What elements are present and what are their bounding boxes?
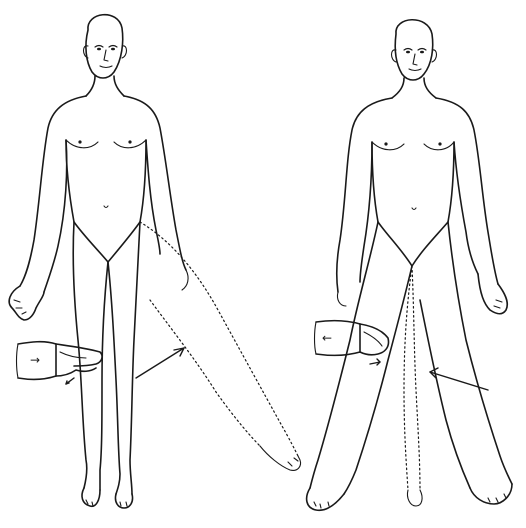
- left-figure-standing-leg: [73, 222, 108, 506]
- left-figure-body: [9, 96, 188, 320]
- left-hand-arrow-glyph: →: [30, 353, 40, 367]
- left-figure: →: [9, 15, 300, 508]
- right-figure-adducted-leg: [404, 266, 422, 506]
- right-figure: ←: [307, 20, 512, 511]
- left-figure-second-leg: [108, 222, 140, 508]
- left-movement-arrow: [136, 348, 184, 378]
- right-figure-left-leg: [307, 222, 412, 510]
- left-figure-abducted-leg: [140, 222, 301, 470]
- right-examiner-hand: ←: [315, 321, 389, 365]
- left-figure-head: [84, 15, 127, 96]
- left-examiner-hand: →: [17, 342, 103, 384]
- right-hand-arrow-glyph: ←: [322, 331, 332, 345]
- right-figure-right-leg: [420, 222, 512, 504]
- right-figure-body: [337, 98, 508, 314]
- right-figure-head: [392, 20, 437, 98]
